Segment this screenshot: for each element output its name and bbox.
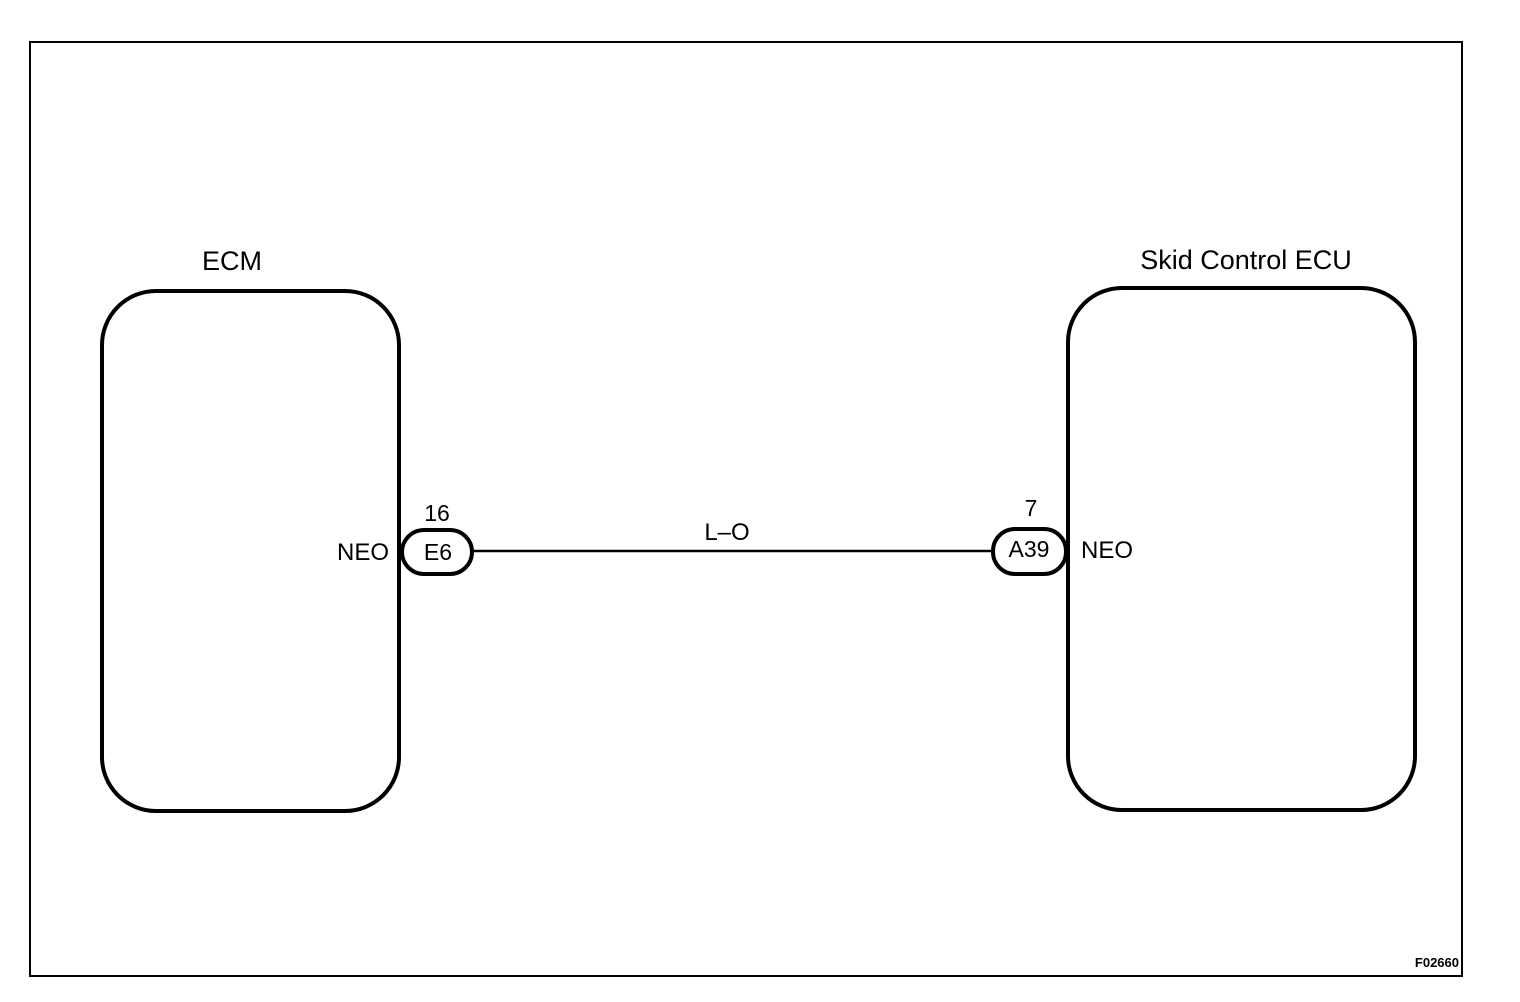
diagram-frame — [29, 41, 1463, 977]
connector-e6 — [400, 528, 474, 576]
ecm-unit-box — [100, 289, 401, 813]
connector-e6-pin: 16 — [424, 500, 450, 526]
skid-control-ecu-terminal-label: NEO — [1081, 537, 1133, 564]
skid-control-ecu-label: Skid Control ECU — [1140, 245, 1352, 275]
connector-a39-pin: 7 — [1025, 495, 1038, 521]
connector-a39-code: A39 — [1009, 536, 1050, 562]
connector-e6-code: E6 — [424, 539, 452, 565]
figure-id: F02660 — [1415, 955, 1459, 970]
wire-color-label: L–O — [704, 519, 749, 546]
ecm-terminal-label: NEO — [337, 539, 389, 566]
skid-control-ecu-box — [1066, 286, 1417, 812]
ecm-label: ECM — [202, 246, 262, 276]
connector-a39 — [991, 527, 1068, 576]
